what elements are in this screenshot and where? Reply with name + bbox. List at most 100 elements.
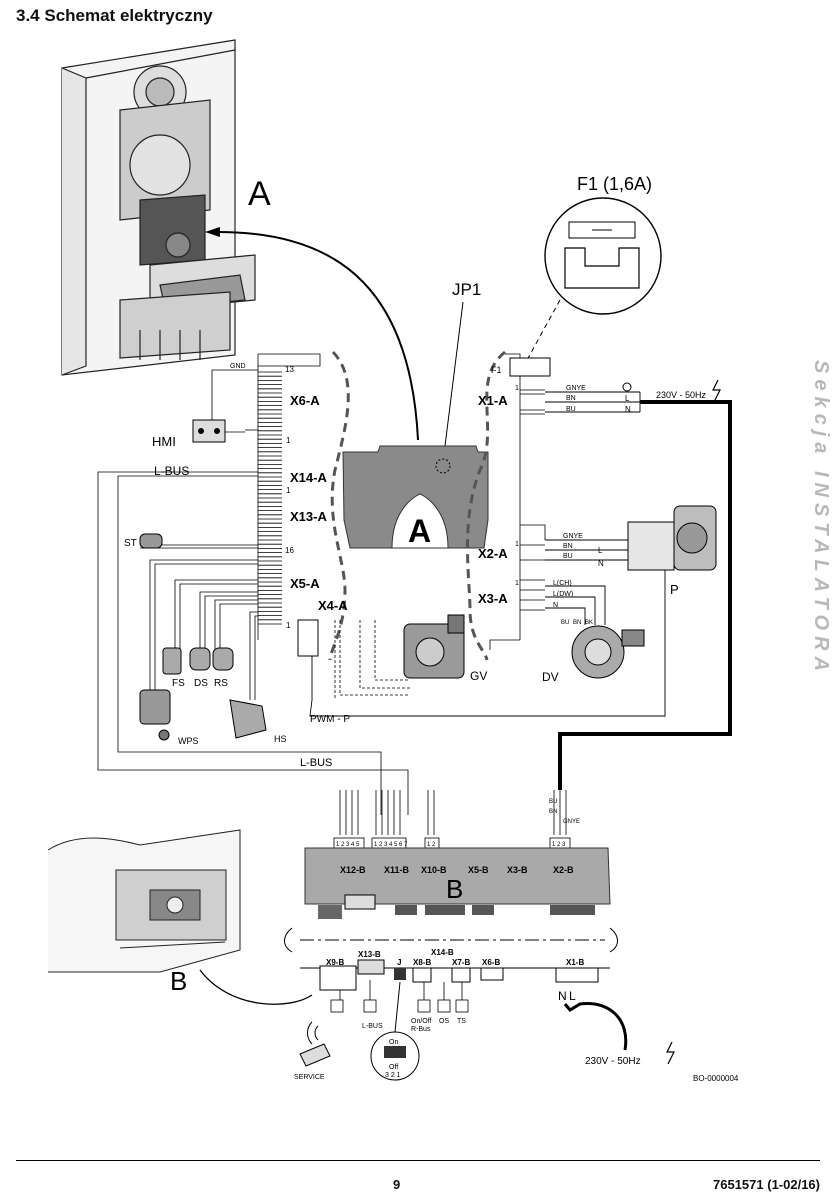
x1a-gnye: GNYE <box>566 385 586 392</box>
document-number: 7651571 (1-02/16) <box>713 1177 820 1192</box>
b-gnye: GNYE <box>563 819 580 825</box>
connector-X12-B: X12-B <box>340 865 366 875</box>
x2a-bu: BU <box>563 553 573 560</box>
connector-X2-B: X2-B <box>553 865 574 875</box>
boiler-illustration <box>61 39 256 376</box>
lbus-label: L-BUS <box>154 464 189 478</box>
section-heading: 3.4 Schemat elektryczny <box>16 6 213 25</box>
x3a-lch: L(CH) <box>553 580 572 587</box>
board-outline-left <box>328 350 350 661</box>
fold-line <box>284 927 618 953</box>
connector-X2-A: X2-A <box>478 546 508 561</box>
pins-x12: 1 2 3 4 5 <box>336 842 360 848</box>
sensor-ST <box>139 533 163 549</box>
rs-label: RS <box>214 678 228 689</box>
x2a-N: N <box>598 559 604 568</box>
x2a-L: L <box>598 546 603 555</box>
x3a-wiring <box>545 585 606 625</box>
label-B-big: B <box>170 966 187 996</box>
mains-cable-bottom <box>563 1002 628 1051</box>
x1b-L: L <box>569 989 576 1003</box>
connector-X6-B: X6-B <box>482 958 500 967</box>
connector-X14-A: X14-A <box>290 470 327 485</box>
gas-valve <box>403 614 465 679</box>
page-number: 9 <box>393 1177 401 1192</box>
b-bu: BU <box>549 799 557 805</box>
connector-J: J <box>397 958 401 967</box>
hs-label: HS <box>274 734 287 744</box>
mains-top-label: 230V - 50Hz <box>656 390 707 400</box>
control-board-A: A <box>342 445 489 549</box>
pin-group-boxes <box>333 837 571 849</box>
service-label: SERVICE <box>294 1074 325 1081</box>
fuse-magnifier: F1 (1,6A) <box>526 174 662 361</box>
x3a-ldw: L(DW) <box>553 591 573 598</box>
dv-label: DV <box>542 670 559 684</box>
boiler-B-illustration <box>47 829 241 973</box>
connector-X5-B: X5-B <box>468 865 489 875</box>
gv-wiring <box>334 620 410 700</box>
pin-1e: 1 <box>515 541 519 548</box>
x2a-gnye: GNYE <box>563 533 583 540</box>
wps-label: WPS <box>178 736 199 746</box>
rbus-label: R-Bus <box>411 1026 431 1033</box>
arrow-B <box>199 969 313 1005</box>
gnd-label: GND <box>230 363 246 370</box>
pin-13: 13 <box>285 365 294 374</box>
ts-label: TS <box>457 1018 466 1025</box>
p-label: P <box>670 582 679 597</box>
diverter-valve-DV <box>571 625 645 679</box>
onoff-label: On/Off <box>411 1018 432 1025</box>
lightning-icon-top <box>712 379 721 403</box>
board-B-back <box>300 959 610 991</box>
pins-x10: 1 2 <box>427 842 436 848</box>
lbus-small-label: L-BUS <box>362 1023 383 1030</box>
x1a-bn: BN <box>566 395 576 402</box>
jp1-label: JP1 <box>452 280 481 299</box>
x3a-bu: BU <box>561 620 569 626</box>
sensor-WPS <box>139 689 171 741</box>
control-board-B <box>304 847 611 919</box>
fs-label: FS <box>172 678 185 689</box>
ref-code: BO-0000004 <box>693 1074 739 1083</box>
connector-X9-B: X9-B <box>326 958 344 967</box>
pins-x11: 1 2 3 4 5 6 7 <box>374 842 408 848</box>
pin-1a: 1 <box>286 436 291 445</box>
connector-X1-B: X1-B <box>566 958 584 967</box>
f1-label: F1 <box>491 365 502 375</box>
right-connector-strip <box>489 353 546 650</box>
pump-P <box>627 505 717 571</box>
label-A-board: A <box>408 513 431 549</box>
fuse-title: F1 (1,6A) <box>577 174 652 194</box>
b-bn: BN <box>549 809 557 815</box>
connector-X13-A: X13-A <box>290 509 327 524</box>
connector-X3-B: X3-B <box>507 865 528 875</box>
x2a-wiring <box>545 539 628 561</box>
connector-X13-B: X13-B <box>358 950 381 959</box>
lightning-icon-bottom <box>666 1041 675 1065</box>
st-label: ST <box>124 538 137 549</box>
pins-x2: 1 2 3 <box>552 842 566 848</box>
connector-X7-B: X7-B <box>452 958 470 967</box>
earth-icon <box>622 382 632 392</box>
connector-X6-A: X6-A <box>290 393 320 408</box>
pin-1f: 1 <box>515 580 519 587</box>
x1b-N: N <box>558 989 567 1003</box>
pin-1c: 1 <box>286 621 291 630</box>
mains-bottom-label: 230V - 50Hz <box>585 1056 641 1067</box>
connector-X1-A: X1-A <box>478 393 508 408</box>
sensors-FS-DS-RS <box>162 647 234 675</box>
x1a-N: N <box>625 405 631 414</box>
connector-X10-B: X10-B <box>421 865 447 875</box>
left-wiring <box>97 369 409 815</box>
lbus2-label: L-BUS <box>300 757 332 769</box>
connector-X4-A: X4-A <box>318 598 348 613</box>
x3a-n: N <box>553 602 558 609</box>
os-label: OS <box>439 1018 449 1025</box>
label-B-board: B <box>446 874 463 904</box>
pin-1d: 1 <box>515 385 519 392</box>
hmi-panel <box>192 419 226 443</box>
footer-rule <box>16 1160 820 1161</box>
board-b-feed-wires <box>339 790 567 835</box>
lower-devices <box>330 980 469 1013</box>
